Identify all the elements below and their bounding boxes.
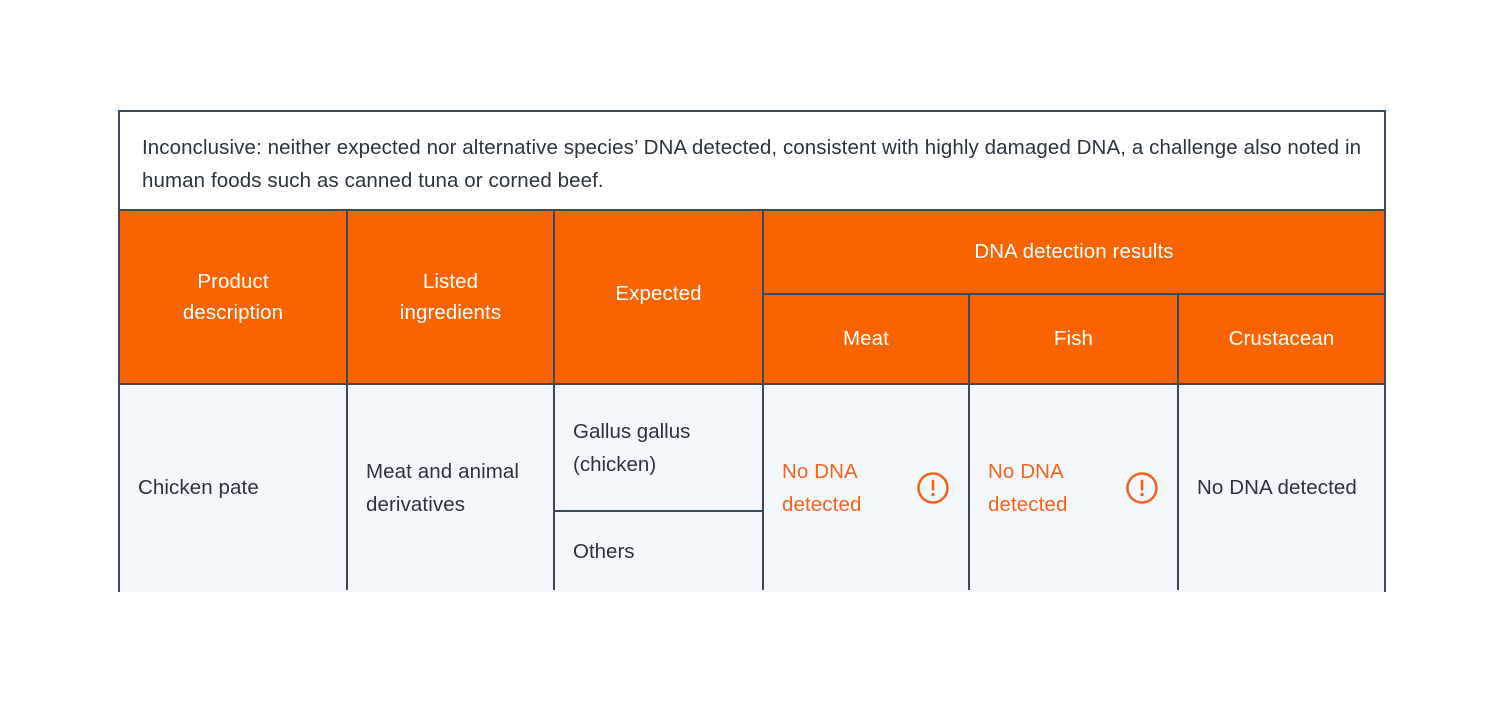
cell-expected-primary: Gallus gallus (chicken) [555, 385, 762, 512]
results-table: Inconclusive: neither expected nor alter… [118, 110, 1386, 592]
cell-result-meat: No DNA detected [764, 385, 970, 590]
warning-circle-icon [917, 471, 949, 504]
cell-result-fish-text: No DNA detected [988, 459, 1068, 516]
header-meat: Meat [764, 295, 970, 383]
header-listed-ingredients-label: Listed ingredients [399, 270, 502, 324]
header-dna-detection-results-label: DNA detection results [764, 211, 1384, 295]
cell-result-meat-text: No DNA detected [782, 459, 862, 516]
cell-result-fish: No DNA detected [970, 385, 1179, 590]
header-expected: Expected [555, 211, 764, 383]
header-fish: Fish [970, 295, 1179, 383]
header-listed-ingredients: Listed ingredients [348, 211, 555, 383]
cell-expected-secondary: Others [573, 539, 635, 563]
table-caption-text: Inconclusive: neither expected nor alter… [142, 136, 1362, 192]
header-crustacean: Crustacean [1228, 327, 1335, 350]
header-dna-detection-group: DNA detection results Meat Fish Crustace… [764, 211, 1384, 383]
table-row: Chicken pate Meat and animal derivatives… [120, 383, 1384, 592]
table-header-row: Product description Listed ingredients E… [120, 211, 1384, 383]
header-product-description: Product description [120, 211, 348, 383]
cell-result-crustacean-text: No DNA detected [1197, 476, 1357, 499]
cell-expected: Gallus gallus (chicken) Others [555, 385, 764, 590]
cell-product-description: Chicken pate [120, 385, 348, 590]
table-caption-row: Inconclusive: neither expected nor alter… [120, 112, 1384, 211]
header-product-description-label: Product description [182, 270, 284, 324]
warning-circle-icon [1126, 471, 1158, 504]
cell-result-crustacean: No DNA detected [1179, 385, 1384, 590]
cell-listed-ingredients: Meat and animal derivatives [348, 385, 555, 590]
header-expected-label: Expected [615, 281, 702, 305]
